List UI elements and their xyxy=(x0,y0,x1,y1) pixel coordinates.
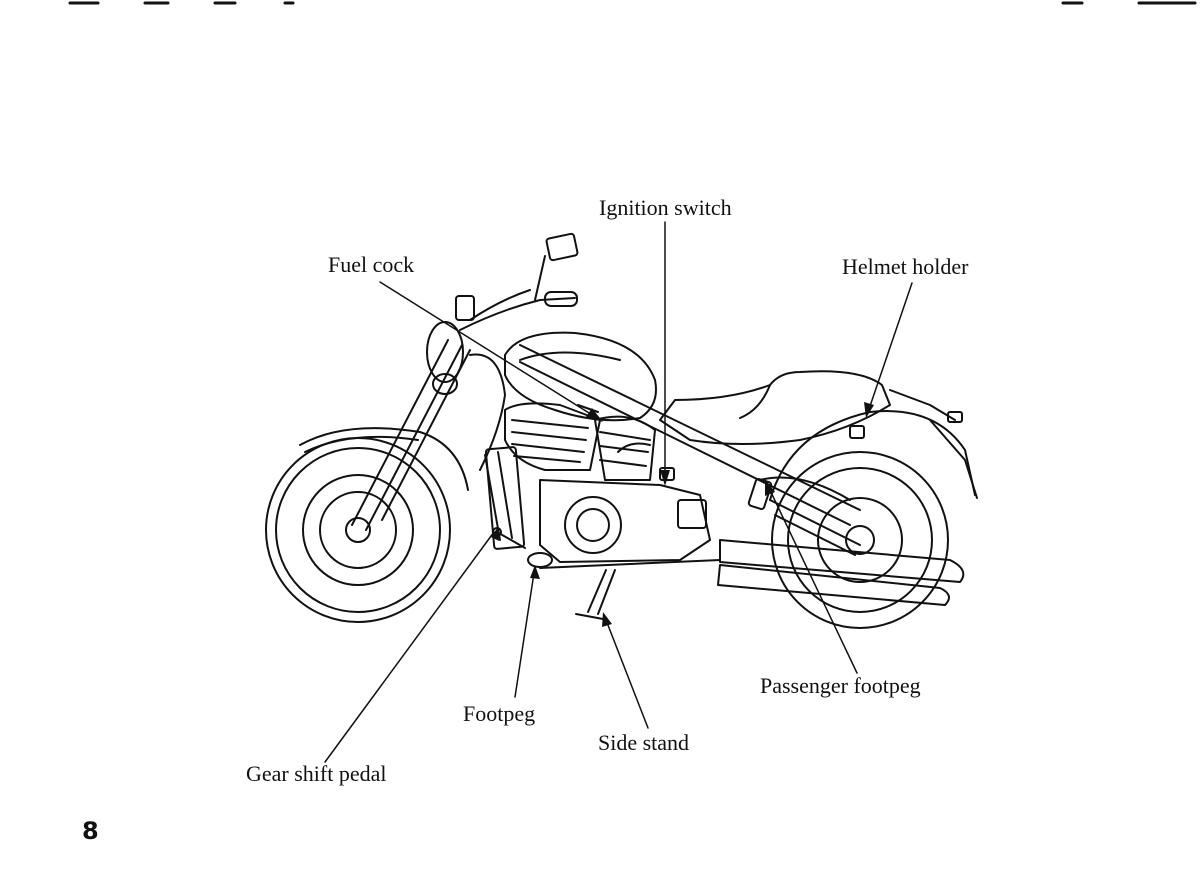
label-helmet-holder: Helmet holder xyxy=(842,254,969,279)
front-fork xyxy=(351,232,579,531)
seat xyxy=(659,370,963,445)
front-wheel xyxy=(265,427,469,623)
frame xyxy=(484,344,861,569)
lower-parts xyxy=(492,404,865,620)
label-gear-shift-pedal: Gear shift pedal xyxy=(246,761,387,786)
label-ignition-switch: Ignition switch xyxy=(599,195,732,220)
fuel-tank xyxy=(504,331,657,422)
rear-wheel xyxy=(769,410,978,629)
arrowheads xyxy=(491,402,874,627)
page-number: 8 xyxy=(82,817,99,845)
exhaust-pipes xyxy=(717,539,965,606)
label-passenger-footpeg: Passenger footpeg xyxy=(760,673,921,698)
engine xyxy=(504,402,711,563)
leader-lines xyxy=(324,221,913,763)
label-fuel-cock: Fuel cock xyxy=(328,252,415,277)
label-footpeg: Footpeg xyxy=(463,701,536,726)
label-side-stand: Side stand xyxy=(598,730,690,755)
